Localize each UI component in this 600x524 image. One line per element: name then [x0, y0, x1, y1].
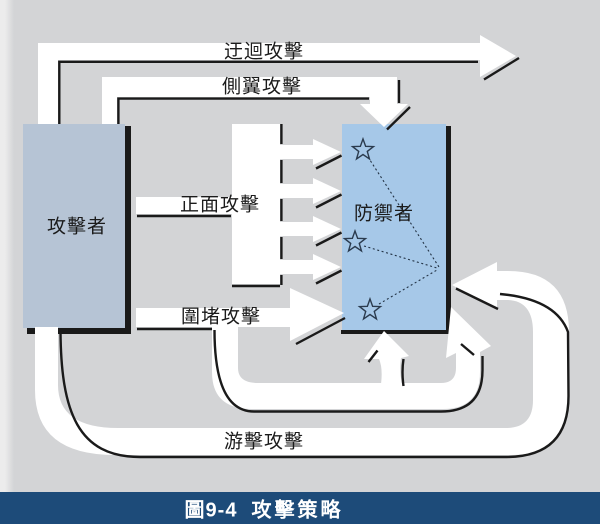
bypass-attack-label: 迂迴攻擊 [223, 41, 305, 63]
frontal-arrow [280, 254, 341, 280]
containment-head-shadow [295, 316, 346, 346]
frontal-attack-label: 正面攻擊 [179, 194, 261, 216]
frontal-arrow [280, 139, 341, 165]
defense-star-icon [357, 296, 383, 321]
guerrilla-loop-arrow [35, 262, 570, 459]
defense-stars [342, 136, 383, 321]
flank-shadow-line [117, 97, 369, 124]
attacker-box-fill [23, 124, 125, 328]
guerrilla-loop-body [35, 262, 569, 455]
bypass-head-shadow [483, 56, 520, 81]
bypass-arrow [38, 35, 520, 124]
guerrilla-head-shadow [455, 287, 499, 311]
flank-head-shadow [386, 106, 411, 131]
frontal-shadow-lines [137, 124, 343, 288]
frontal-arrow [280, 216, 341, 242]
frontal-band [136, 197, 232, 214]
figure-number: 圖9-4 [184, 499, 238, 522]
inner-encircle-loop [212, 307, 491, 413]
bypass-arrow-body [38, 35, 516, 124]
defense-star-icon [350, 136, 376, 161]
figure-caption: 圖9-4 攻擊策略 [185, 494, 344, 523]
attacker-box [23, 124, 131, 334]
defender-box [341, 124, 451, 334]
defense-star-icon [342, 228, 368, 253]
flank-arrow-body [102, 77, 408, 127]
attacker-label: 攻擊者 [46, 216, 108, 238]
bottom-up-arrow-shadow [367, 349, 379, 363]
defender-label: 防禦者 [353, 203, 415, 225]
guerrilla-loop-shadow-line [59, 292, 570, 459]
flank-attack-label: 側翼攻擊 [221, 76, 303, 98]
frontal-arrow [280, 178, 341, 204]
frontal-column [232, 124, 280, 284]
containment-head [290, 288, 344, 341]
figure-caption-bar: 圖9-4 攻擊策略 [0, 492, 600, 524]
bottom-up-arrow-body [364, 331, 409, 384]
guerrilla-attack-label: 游擊攻擊 [223, 431, 305, 453]
bypass-shadow-line [58, 60, 478, 124]
frontal-arrow-group [136, 124, 343, 288]
dotted-fire-lines [363, 156, 440, 305]
figure-title: 攻擊策略 [251, 499, 344, 522]
bottom-up-arrow-stem-shadow [401, 358, 405, 387]
defender-box-fill [342, 124, 446, 330]
inner-loop-head-shadow [460, 343, 475, 356]
inner-loop-shadow-line [213, 329, 484, 413]
containment-attack-label: 圍堵攻擊 [180, 306, 262, 328]
inner-loop-body [212, 307, 491, 409]
flank-arrow [102, 77, 411, 131]
containment-arrow [136, 288, 346, 346]
containment-band [136, 308, 290, 327]
bottom-up-arrow [364, 331, 409, 387]
